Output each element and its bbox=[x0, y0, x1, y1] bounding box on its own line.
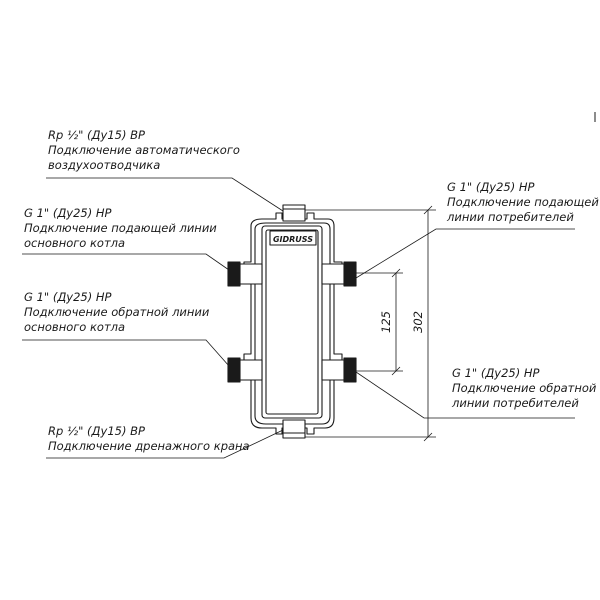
dimension-302 bbox=[305, 205, 436, 442]
drain-line-1: Подключение дренажного крана bbox=[48, 439, 250, 453]
consumer-return-line-2: линии потребителей bbox=[452, 396, 579, 410]
dimension-label-302: 302 bbox=[411, 311, 425, 333]
consumer-supply-line-1: Подключение подающей bbox=[447, 195, 599, 209]
separator-body-inner bbox=[265, 229, 319, 415]
consumer-supply-port bbox=[321, 261, 357, 287]
drain-callout: Rp ½" (Ду15) ВР Подключение дренажного к… bbox=[48, 424, 250, 454]
dimension-125 bbox=[356, 268, 403, 376]
consumer-return-port bbox=[321, 357, 357, 383]
air-vent-line-1: Подключение автоматического bbox=[48, 143, 240, 157]
air-vent-spec: Rp ½" (Ду15) ВР bbox=[48, 128, 145, 142]
insulation-outline bbox=[243, 212, 343, 435]
boiler-supply-line-1: Подключение подающей линии bbox=[24, 221, 217, 235]
boiler-return-spec: G 1" (Ду25) НР bbox=[24, 290, 112, 304]
boiler-supply-leader bbox=[22, 253, 230, 271]
consumer-return-callout: G 1" (Ду25) НР Подключение обратной лини… bbox=[452, 366, 596, 411]
boiler-return-port bbox=[227, 357, 263, 383]
drain-port bbox=[282, 419, 306, 439]
separator-body bbox=[261, 225, 323, 419]
boiler-return-leader bbox=[22, 339, 230, 367]
boiler-return-line-1: Подключение обратной линии bbox=[24, 305, 210, 319]
consumer-supply-leader bbox=[355, 228, 575, 279]
air-vent-callout: Rp ½" (Ду15) ВР Подключение автоматическ… bbox=[48, 128, 240, 173]
drain-spec: Rp ½" (Ду15) ВР bbox=[48, 424, 145, 438]
consumer-return-line-1: Подключение обратной bbox=[452, 381, 597, 395]
consumer-supply-line-2: линии потребителей bbox=[447, 210, 574, 224]
logo-plate bbox=[269, 230, 317, 246]
air-vent-port bbox=[282, 204, 306, 222]
boiler-supply-spec: G 1" (Ду25) НР bbox=[24, 206, 112, 220]
dimension-label-125: 125 bbox=[379, 311, 393, 333]
air-vent-line-2: воздухоотводчика bbox=[48, 158, 161, 172]
consumer-supply-spec: G 1" (Ду25) НР bbox=[447, 180, 535, 194]
drain-leader bbox=[46, 429, 284, 459]
logo-text: GIDRUSS bbox=[273, 235, 313, 244]
consumer-return-leader bbox=[355, 371, 575, 419]
consumer-supply-callout: G 1" (Ду25) НР Подключение подающей лини… bbox=[447, 180, 599, 225]
insulation-inner-outline bbox=[254, 222, 331, 425]
boiler-return-line-2: основного котла bbox=[24, 320, 126, 334]
boiler-supply-port bbox=[227, 261, 263, 287]
consumer-return-spec: G 1" (Ду25) НР bbox=[452, 366, 540, 380]
air-vent-leader bbox=[46, 177, 284, 212]
boiler-supply-callout: G 1" (Ду25) НР Подключение подающей лини… bbox=[24, 206, 217, 251]
boiler-return-callout: G 1" (Ду25) НР Подключение обратной лини… bbox=[24, 290, 209, 335]
boiler-supply-line-2: основного котла bbox=[24, 236, 126, 250]
